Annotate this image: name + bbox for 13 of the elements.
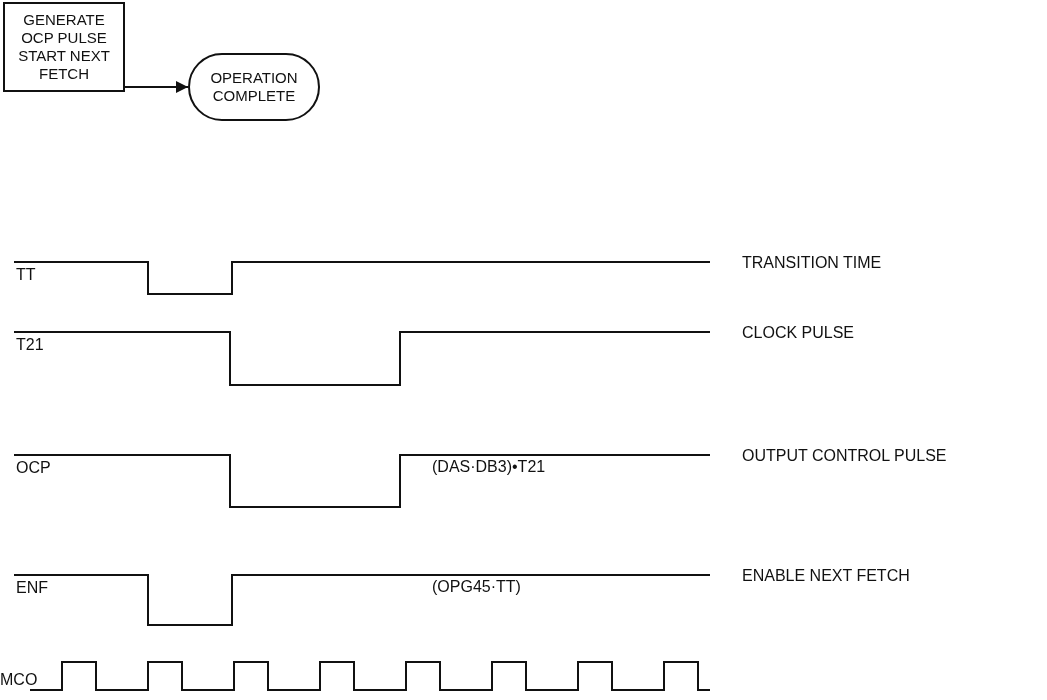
logic-expression: (DAS·DB3)•T21 (432, 458, 546, 476)
signal-description: OUTPUT CONTROL PULSE (742, 447, 947, 465)
signal-name: OCP (16, 459, 51, 477)
signal-name: TT (16, 266, 36, 284)
signal-name: T21 (16, 336, 44, 354)
signal-description: TRANSITION TIME (742, 254, 882, 272)
signal-description: ENABLE NEXT FETCH (742, 567, 910, 585)
arrow (124, 81, 189, 93)
logic-expression: (OPG45·TT) (432, 578, 521, 596)
signal-name: ENF (16, 579, 48, 597)
signal-description: CLOCK PULSE (742, 324, 855, 342)
signal-name: MCO (0, 671, 38, 689)
process-box: GENERATE OCP PULSE START NEXT FETCH (3, 2, 125, 92)
